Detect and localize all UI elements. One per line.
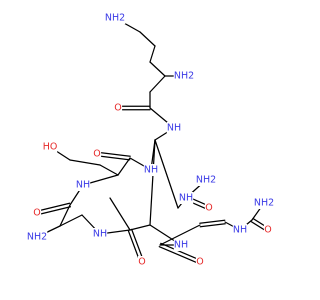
label-bg-o_bot_mid: [137, 256, 147, 268]
label-bg-nh_ring_bot: [92, 228, 108, 240]
label-bg-nh_urea: [232, 224, 248, 236]
atom-label-o-amide-top: O: [114, 103, 121, 114]
label-bg-o_left: [32, 207, 42, 219]
atom-label-nh-amide-top: NH: [167, 123, 181, 134]
atom-label-o-left: O: [33, 208, 40, 219]
label-bg-ho: [42, 141, 58, 153]
label-bg-o_guan: [204, 202, 214, 214]
label-bg-nh2_urea: [253, 197, 275, 209]
bond-c1-c2: [139, 31, 156, 47]
atom-label-nh-bot-left: NH: [76, 180, 90, 191]
atom-label-nh-guan: NH: [179, 193, 193, 204]
bond-c21-c22: [199, 223, 226, 228]
bond-c9-o_ser: [96, 151, 131, 157]
bond-c4-c5: [149, 75, 166, 93]
atom-label-nh-ring-right: NH: [144, 165, 158, 176]
bond-c3-c4: [149, 61, 166, 77]
bond-c21-c22: [199, 219, 226, 224]
atom-label-nh-urea: NH: [233, 225, 247, 236]
bond-c9-o_ser: [96, 155, 131, 161]
atom-label-nh-ring-bot: NH: [93, 229, 107, 240]
bond-c14-o_left: [36, 206, 72, 216]
bond-c10-c11: [99, 164, 119, 176]
label-bg-o_urea: [263, 224, 273, 236]
bond-c14-c15: [59, 204, 71, 227]
label-bg-nh2_top: [104, 12, 126, 24]
bond-c19-c21: [159, 224, 201, 246]
atom-label-nh2-beta: NH2: [174, 71, 194, 82]
atom-label-nh2-guan: NH2: [196, 175, 216, 186]
atom-label-nh2-left: NH2: [27, 232, 47, 243]
label-bg-nh2_beta: [173, 70, 195, 82]
label-bg-nh_guan: [178, 192, 194, 204]
label-bg-nh2_left: [26, 231, 48, 243]
label-bg-nh_bot_left: [75, 179, 91, 191]
atom-label-ho: HO: [43, 142, 58, 153]
atom-label-o-bot-right: O: [196, 257, 203, 268]
label-bg-nh_ring_right: [143, 164, 159, 176]
atom-label-nh2-urea: NH2: [254, 198, 274, 209]
label-bg-o_amide_top: [113, 102, 123, 114]
label-bg-nh_bot_right: [173, 239, 189, 251]
label-bg-nh2_guan: [195, 174, 217, 186]
atom-label-o-urea: O: [264, 225, 271, 236]
label-bg-o_ser: [92, 148, 102, 160]
atom-label-nh-bot-right: NH: [174, 240, 188, 251]
bond-c14-o_left: [35, 202, 71, 212]
atom-label-o-ser: O: [93, 149, 100, 160]
bond-c2-c3: [149, 45, 156, 63]
bond-c18-c8: [149, 139, 156, 226]
bond-c9-c10: [117, 157, 131, 176]
bond-c15-c16: [59, 214, 83, 227]
label-bg-nh_amide_top: [166, 122, 182, 134]
atom-label-nh2-top: NH2: [105, 13, 125, 24]
bond-c19-o_bot_right: [160, 242, 202, 261]
bond-c11-c12: [69, 159, 101, 166]
bond-c17-c18: [129, 224, 151, 231]
atom-label-o-bot-mid: O: [138, 257, 145, 268]
bond-c13-c17: [109, 197, 131, 231]
bond-c8-c20: [154, 139, 179, 209]
label-bg-o_bot_right: [195, 256, 205, 268]
atom-label-o-guan: O: [205, 203, 212, 214]
bond-c19-o_bot_right: [158, 246, 200, 265]
